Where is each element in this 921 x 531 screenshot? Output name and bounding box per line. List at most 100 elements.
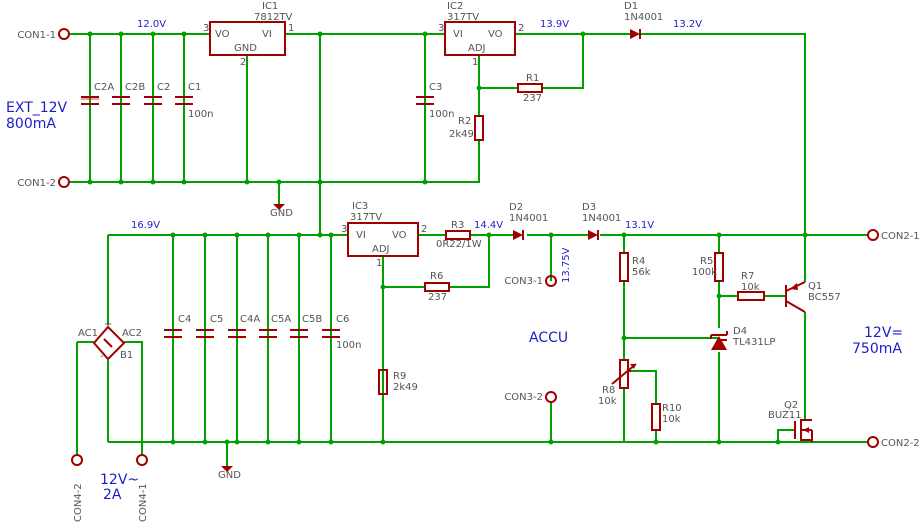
- ic2-regulator: IC2 317TV VI VO ADJ 3 2 1: [438, 1, 524, 68]
- voltage-13-2: 13.2V: [673, 19, 702, 30]
- diode-d2: D2 1N4001: [509, 202, 548, 240]
- svg-text:ADJ: ADJ: [372, 244, 390, 255]
- resistor-r4: R4 56k: [619, 252, 651, 282]
- connector-con2-2[interactable]: CON2-2: [867, 436, 920, 449]
- svg-text:100n: 100n: [188, 109, 213, 120]
- voltage-13-9: 13.9V: [540, 19, 569, 30]
- wires: [70, 33, 868, 466]
- connector-con1-2[interactable]: CON1-2: [17, 176, 70, 189]
- svg-text:VO: VO: [392, 230, 407, 241]
- connector-con3-1[interactable]: CON3-1: [504, 275, 557, 287]
- svg-text:1: 1: [288, 23, 294, 34]
- svg-text:R1: R1: [526, 73, 539, 84]
- svg-text:C4A: C4A: [240, 314, 260, 325]
- voltage-13-75: 13.75V: [561, 247, 572, 283]
- accu-label: ACCU: [529, 330, 568, 346]
- svg-text:R9: R9: [393, 371, 406, 382]
- connector-con3-2[interactable]: CON3-2: [504, 391, 557, 403]
- svg-text:AC1: AC1: [78, 328, 98, 339]
- svg-text:R3: R3: [451, 220, 464, 231]
- svg-text:-: -: [100, 351, 104, 362]
- svg-text:2k49: 2k49: [449, 129, 474, 140]
- svg-text:VI: VI: [262, 29, 272, 40]
- ext-current: 800mA: [6, 116, 56, 132]
- svg-text:R6: R6: [430, 271, 443, 282]
- svg-text:2k49: 2k49: [393, 382, 418, 393]
- svg-text:VO: VO: [215, 29, 230, 40]
- ground-symbol-top: GND: [270, 204, 293, 219]
- resistor-r9: R9 2k49: [378, 369, 418, 395]
- voltage-14-4: 14.4V: [474, 220, 503, 231]
- svg-text:3: 3: [438, 23, 444, 34]
- capacitor-c4a: C4A: [228, 314, 260, 338]
- svg-text:C2A: C2A: [94, 82, 114, 93]
- connector-con2-1[interactable]: CON2-1: [867, 229, 920, 242]
- svg-text:C3: C3: [429, 82, 442, 93]
- potentiometer-r8: R8 10k: [598, 359, 637, 407]
- svg-text:GND: GND: [234, 43, 257, 54]
- ic1-regulator: IC1 7812TV VO VI GND 3 1 2: [203, 1, 294, 68]
- svg-text:BUZ11: BUZ11: [768, 410, 802, 421]
- diode-d1: D1 1N4001: [624, 1, 663, 39]
- notes: EXT_12V 800mA ACCU 12V= 750mA 12V~ 2A: [6, 100, 903, 503]
- ground-symbol-bottom: GND: [218, 466, 241, 481]
- capacitor-c2a: C2A: [81, 82, 114, 105]
- svg-text:C5A: C5A: [271, 314, 291, 325]
- output-voltage: 12V=: [864, 325, 903, 341]
- svg-text:1N4001: 1N4001: [582, 213, 621, 224]
- capacitor-c5a: C5A: [259, 314, 291, 338]
- svg-text:1N4001: 1N4001: [509, 213, 548, 224]
- svg-text:R10: R10: [662, 403, 682, 414]
- svg-text:CON1-2: CON1-2: [17, 178, 56, 189]
- svg-text:D1: D1: [624, 1, 638, 12]
- ic2-value: 317TV: [447, 12, 479, 23]
- ic3-regulator: IC3 317TV VI VO ADJ 3 2 1: [341, 201, 427, 269]
- capacitor-c5: C5: [196, 314, 223, 338]
- zener-d4: D4 TL431LP: [710, 326, 775, 350]
- ic3-value: 317TV: [350, 212, 382, 223]
- resistor-r3: R3 0R22/1W: [436, 220, 482, 250]
- svg-text:VI: VI: [356, 230, 366, 241]
- input-voltage: 12V~: [100, 472, 139, 488]
- voltage-13-1: 13.1V: [625, 220, 654, 231]
- svg-text:1: 1: [472, 57, 478, 68]
- svg-text:C2B: C2B: [125, 82, 145, 93]
- input-current: 2A: [103, 487, 122, 503]
- svg-text:R7: R7: [741, 271, 754, 282]
- svg-text:100n: 100n: [429, 109, 454, 120]
- capacitor-c1: C1 100n: [175, 82, 213, 120]
- svg-text:C5: C5: [210, 314, 223, 325]
- svg-text:B1: B1: [120, 350, 133, 361]
- svg-text:237: 237: [428, 292, 447, 303]
- svg-text:D2: D2: [509, 202, 523, 213]
- svg-text:+: +: [104, 319, 112, 330]
- ic1-value: 7812TV: [254, 12, 293, 23]
- svg-text:C4: C4: [178, 314, 191, 325]
- svg-text:100k: 100k: [692, 267, 717, 278]
- svg-text:D4: D4: [733, 326, 747, 337]
- svg-text:D3: D3: [582, 202, 596, 213]
- svg-text:R2: R2: [458, 116, 471, 127]
- resistor-r1: R1 237: [517, 73, 543, 104]
- ic1-name: IC1: [262, 1, 278, 12]
- resistor-r10: R10 10k: [651, 403, 682, 431]
- svg-text:CON2-1: CON2-1: [881, 231, 920, 242]
- svg-text:CON1-1: CON1-1: [17, 30, 56, 41]
- svg-text:CON3-2: CON3-2: [504, 392, 543, 403]
- connector-con1-1[interactable]: CON1-1: [17, 28, 70, 41]
- capacitor-c2b: C2B: [112, 82, 145, 105]
- resistor-r7: R7 10k: [737, 271, 765, 301]
- connector-con4-1[interactable]: CON4-1: [136, 454, 149, 522]
- svg-text:10k: 10k: [662, 414, 681, 425]
- connector-con4-2[interactable]: CON4-2: [71, 454, 84, 522]
- diode-d3: D3 1N4001: [582, 202, 621, 240]
- svg-text:GND: GND: [270, 208, 293, 219]
- transistor-q1: Q1 BC557: [785, 281, 841, 313]
- svg-text:BC557: BC557: [808, 292, 841, 303]
- svg-text:C6: C6: [336, 314, 349, 325]
- svg-text:10k: 10k: [598, 396, 617, 407]
- svg-text:C5B: C5B: [302, 314, 322, 325]
- svg-text:2: 2: [240, 57, 246, 68]
- svg-text:CON2-2: CON2-2: [881, 438, 920, 449]
- svg-text:56k: 56k: [632, 267, 651, 278]
